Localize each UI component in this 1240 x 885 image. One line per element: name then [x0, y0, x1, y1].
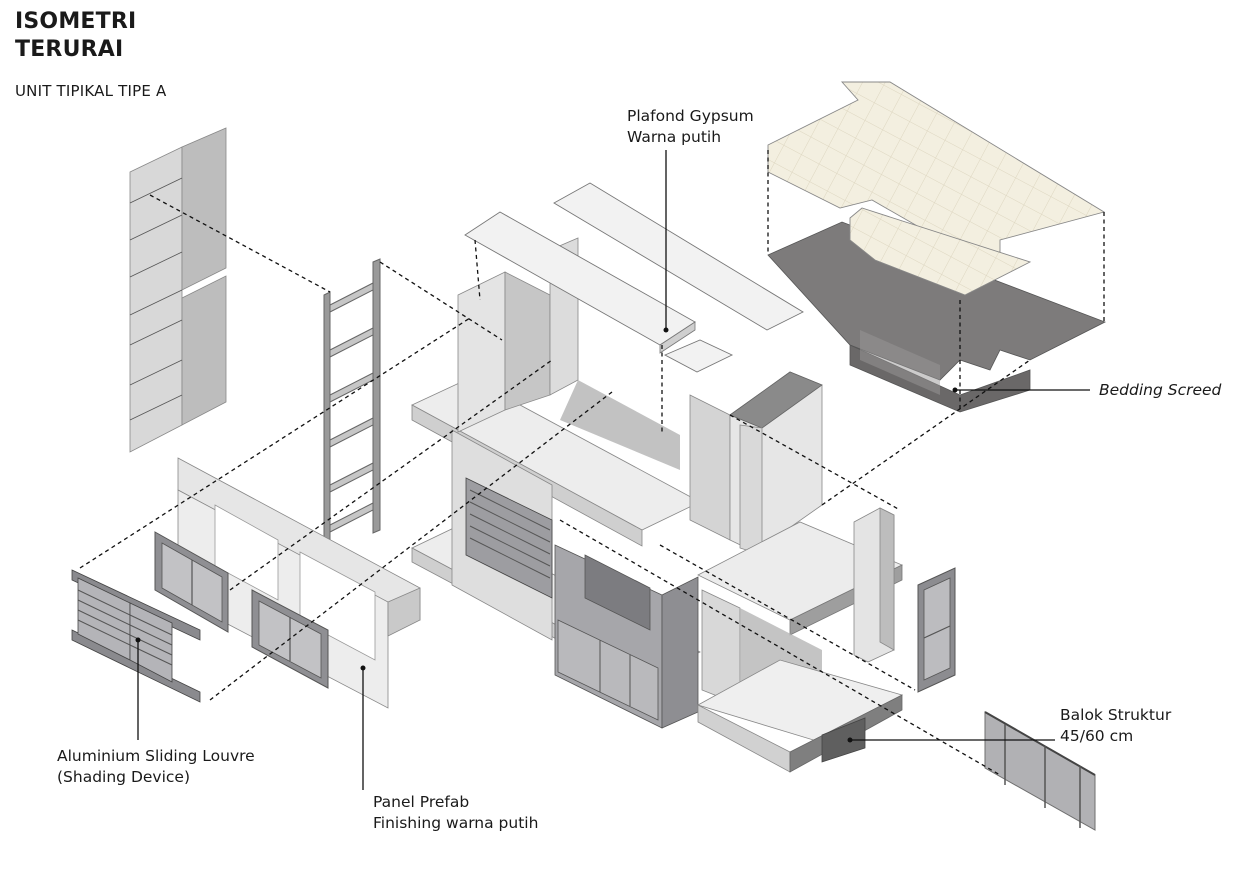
floor-tile-layer — [767, 81, 1106, 296]
label-balok-line-2: 45/60 cm — [1060, 727, 1134, 745]
label-bedding-line-1: Bedding Screed — [1099, 381, 1222, 399]
label-panel-prefab: Panel Prefab Finishing warna putih — [373, 792, 538, 834]
label-plafond-line-2: Warna putih — [627, 128, 722, 146]
prefab-panel — [177, 457, 421, 709]
balcony-railing — [984, 711, 1096, 831]
label-bedding-screed: Bedding Screed — [1099, 380, 1221, 401]
central-module — [411, 237, 701, 729]
annotation-leader-lines — [135, 150, 1090, 790]
diagram-title: ISOMETRI TERURAI — [15, 8, 136, 64]
bedding-screed-layer — [767, 221, 1106, 413]
label-plafond-line-1: Plafond Gypsum — [627, 107, 754, 125]
plafond-gypsum-strips — [464, 182, 804, 373]
aluminium-sliding-louvre — [71, 569, 201, 703]
label-balok-line-1: Balok Struktur — [1060, 706, 1172, 724]
label-louvre-line-1: Aluminium Sliding Louvre — [57, 747, 255, 765]
right-module — [689, 371, 904, 773]
label-balok-struktur: Balok Struktur 45/60 cm — [1060, 705, 1171, 747]
side-panel-and-door — [853, 507, 956, 693]
title-line-1: ISOMETRI — [15, 9, 137, 34]
label-louvre-line-2: (Shading Device) — [57, 768, 190, 786]
assembly-guide-lines — [79, 150, 1105, 776]
title-line-2: TERURAI — [15, 37, 124, 62]
label-aluminium-louvre: Aluminium Sliding Louvre (Shading Device… — [57, 746, 255, 788]
diagram-subtitle: UNIT TIPIKAL TIPE A — [15, 82, 167, 100]
steel-frame-ladder — [323, 258, 381, 544]
label-panel-line-1: Panel Prefab — [373, 793, 470, 811]
exterior-wall-panels — [129, 127, 227, 453]
label-panel-line-2: Finishing warna putih — [373, 814, 539, 832]
label-plafond-gypsum: Plafond Gypsum Warna putih — [627, 106, 754, 148]
